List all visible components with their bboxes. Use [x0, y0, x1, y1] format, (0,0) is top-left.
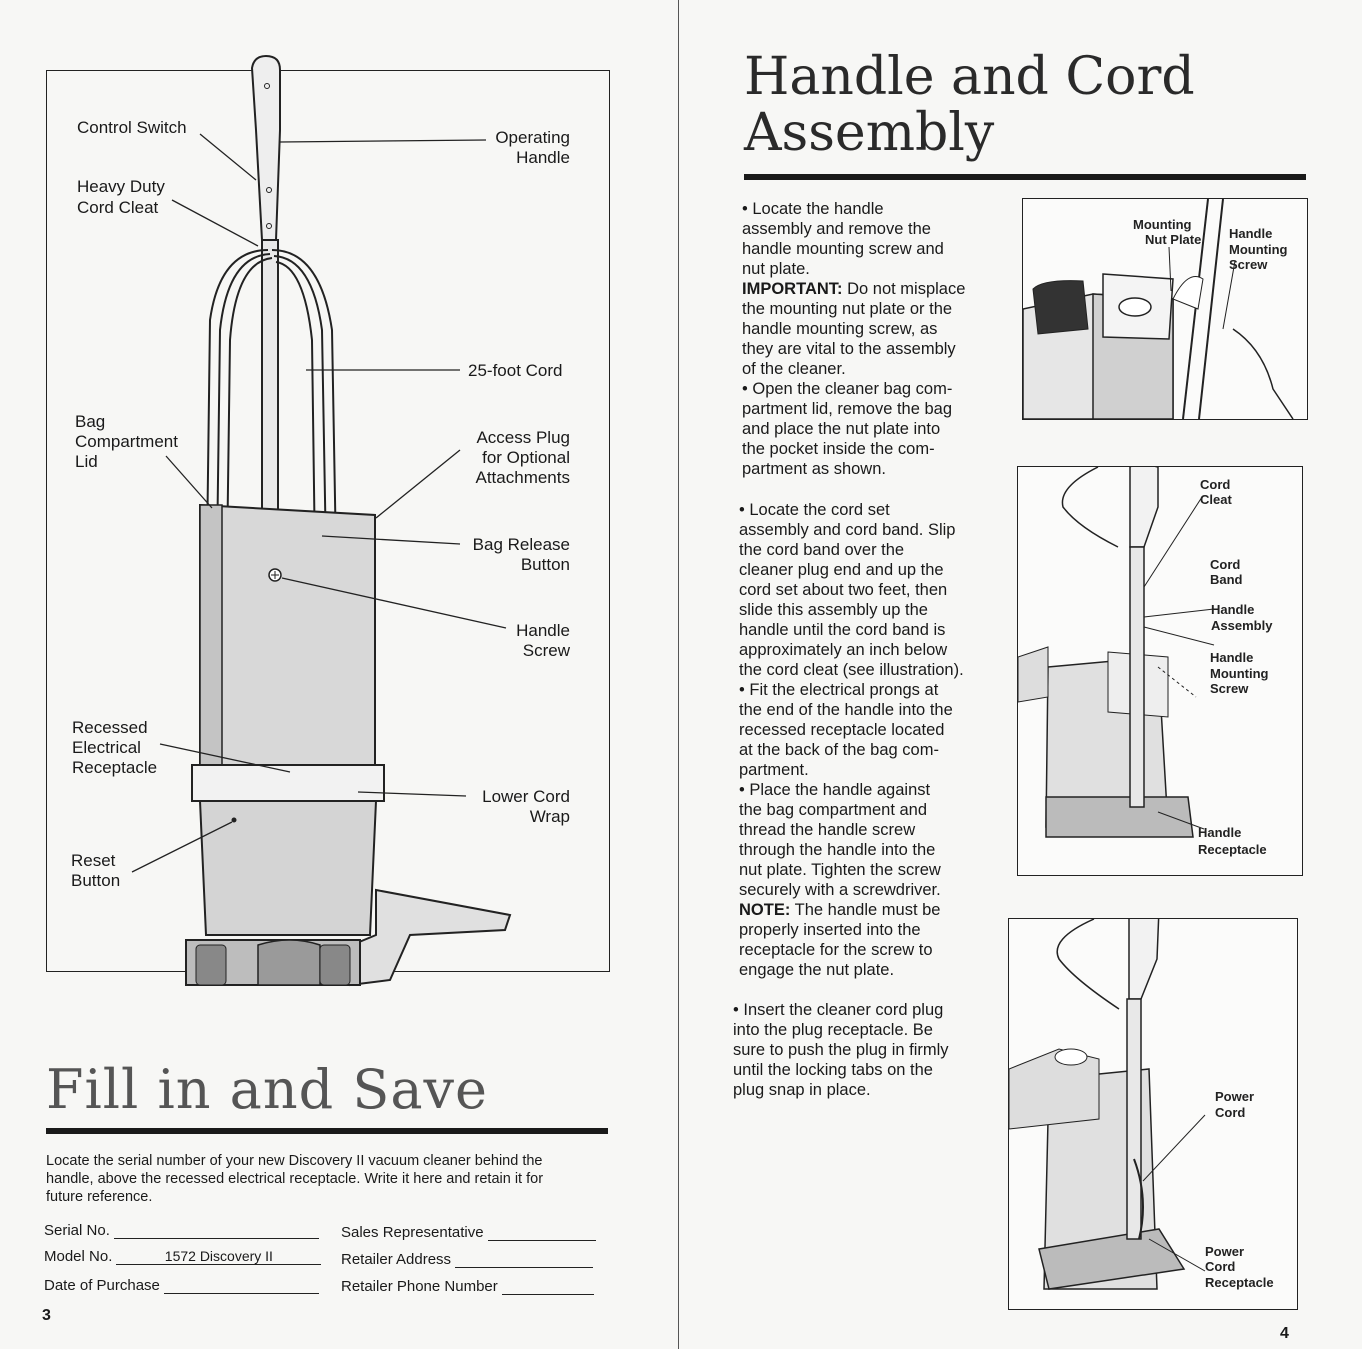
figure-nut-plate: Mounting Nut Plate Handle Mounting Screw [1022, 198, 1308, 420]
cord-band-illustration [1018, 467, 1215, 838]
fig2-receptacle: Receptacle [1198, 842, 1267, 857]
figure-power-cord: Power Cord Power Cord Receptacle [1008, 918, 1298, 1310]
fig2-cleat: Cleat [1200, 492, 1232, 507]
fig3-receptacle: Receptacle [1205, 1275, 1274, 1290]
fig2-handle-2: Handle [1210, 650, 1254, 665]
fig1-mounting: Mounting [1133, 217, 1192, 232]
label-handle-screw-1: Handle [516, 621, 570, 640]
sales-rep-row: Sales Representative [341, 1224, 596, 1241]
label-reset-button: Button [71, 871, 121, 890]
label-heavy-duty: Heavy Duty [77, 177, 165, 196]
fig1-mounting-2: Mounting [1229, 242, 1288, 257]
label-access-plug: Access Plug [476, 428, 570, 447]
vacuum-illustration [131, 54, 512, 987]
handle-cord-title-2: Assembly [744, 103, 995, 163]
figure-cord-band: Cord Cleat Cord Band Handle Assembly Han… [1017, 466, 1303, 876]
label-operating: Operating [495, 128, 570, 147]
retailer-address-row: Retailer Address [341, 1251, 594, 1268]
title-rule-left [46, 1128, 608, 1134]
page-fold-divider [678, 0, 679, 1349]
date-label: Date of Purchase [44, 1277, 160, 1294]
model-number-row: Model No. 1572 Discovery II [44, 1248, 322, 1265]
fig2-handle: Handle [1211, 602, 1255, 617]
label-bag: Bag [75, 412, 106, 431]
date-purchase-row: Date of Purchase [44, 1277, 319, 1294]
fig2-cord: Cord [1200, 477, 1231, 492]
label-handle-screw-2: Screw [522, 641, 570, 660]
fig2-band: Band [1210, 572, 1243, 587]
fig3-power-2: Power [1205, 1244, 1245, 1259]
label-lower-cord: Lower Cord [482, 787, 570, 806]
model-label: Model No. [44, 1248, 113, 1265]
power-cord-illustration [1009, 919, 1206, 1290]
sales-label: Sales Representative [341, 1224, 484, 1241]
label-handle: Handle [516, 148, 570, 167]
label-25-foot-cord: 25-foot Cord [468, 361, 563, 380]
label-attachments: Attachments [475, 468, 571, 487]
model-field[interactable]: 1572 Discovery II [116, 1248, 322, 1265]
retailer-phone-row: Retailer Phone Number [341, 1278, 594, 1295]
fig3-cord: Cord [1215, 1105, 1246, 1120]
fig2-mounting: Mounting [1210, 666, 1269, 681]
serial-field[interactable] [113, 1222, 319, 1239]
instructions-para-2: • Locate the cord set assembly and cord … [739, 501, 964, 979]
intro-text: Locate the serial number of your new Dis… [46, 1153, 544, 1205]
fig2-assembly: Assembly [1211, 618, 1273, 633]
label-lid: Lid [75, 452, 98, 471]
fig3-cord-2: Cord [1205, 1259, 1236, 1274]
label-bag-release: Bag Release [472, 535, 570, 554]
serial-label: Serial No. [44, 1222, 110, 1239]
label-electrical: Electrical [72, 738, 141, 757]
label-button: Button [520, 555, 570, 574]
fig3-power: Power [1215, 1089, 1255, 1104]
fig2-handle-3: Handle [1198, 825, 1242, 840]
fill-in-title: Fill in and Save [46, 1058, 489, 1121]
label-control-switch: Control Switch [77, 118, 187, 137]
fig2-screw: Screw [1210, 681, 1249, 696]
label-wrap: Wrap [529, 807, 570, 826]
address-field[interactable] [455, 1251, 594, 1268]
instructions-para-1: • Locate the handle assembly and remove … [742, 200, 966, 478]
page-number-left: 3 [42, 1307, 51, 1324]
label-receptacle: Receptacle [72, 758, 158, 777]
handle-cord-title-1: Handle and Cord [744, 47, 1195, 107]
date-field[interactable] [163, 1277, 319, 1294]
label-for-optional: for Optional [482, 448, 570, 467]
serial-number-row: Serial No. [44, 1222, 319, 1239]
fig1-nut-plate: Nut Plate [1145, 232, 1202, 247]
note-label: NOTE: [739, 901, 791, 919]
title-rule-right [744, 174, 1306, 180]
label-compartment: Compartment [75, 432, 178, 451]
instructions-para-3: • Insert the cleaner cord plug into the … [733, 1001, 949, 1099]
fig1-screw: Screw [1229, 257, 1268, 272]
fig1-handle: Handle [1229, 226, 1273, 241]
phone-label: Retailer Phone Number [341, 1278, 498, 1295]
phone-field[interactable] [501, 1278, 594, 1295]
label-cord-cleat: Cord Cleat [77, 198, 159, 217]
nut-plate-illustration [1023, 199, 1294, 419]
page-number-right: 4 [1280, 1325, 1289, 1342]
important-label: IMPORTANT: [742, 280, 843, 298]
fig2-cord-2: Cord [1210, 557, 1241, 572]
address-label: Retailer Address [341, 1251, 452, 1268]
label-reset: Reset [71, 851, 116, 870]
label-recessed: Recessed [72, 718, 148, 737]
sales-field[interactable] [487, 1224, 596, 1241]
